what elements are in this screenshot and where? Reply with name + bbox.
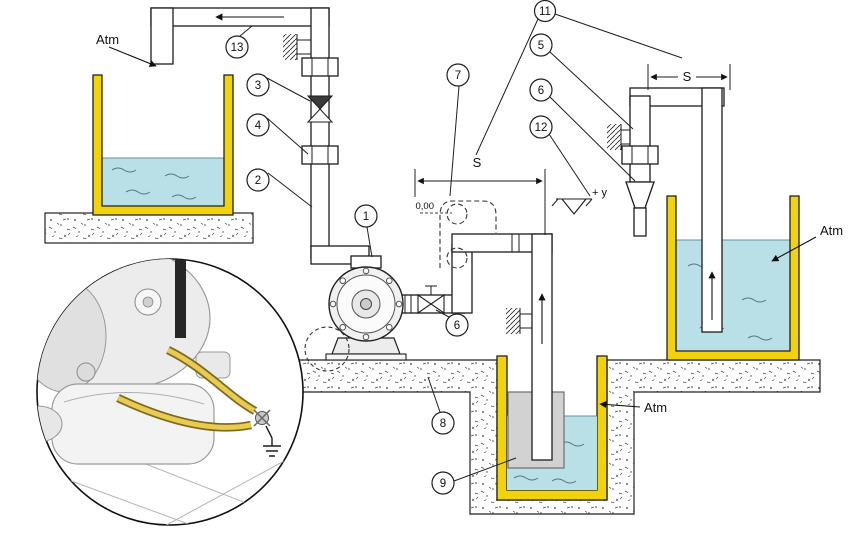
wall-bracket-right [607,124,630,150]
pump-hub [360,298,372,310]
callout-6-discharge-num: 6 [454,320,460,332]
callout-13: 13 [225,35,249,59]
right-tank-liquid [676,240,790,351]
pump-inlet-flange [350,255,382,269]
alt-position-dashed-pipe: 0,00 [416,200,497,269]
left-platform-ground [44,212,254,244]
atm-left-arrow [108,46,157,67]
s-dimension-center: S [414,155,546,235]
detail-source-circle [304,326,350,372]
callout-8: 8 [431,411,455,435]
callout-7-num: 7 [455,70,461,82]
s-right-label: S [683,69,692,84]
callout-6-right: 6 [529,78,553,102]
grounding-symbol [263,425,281,457]
right-discharge-assembly [607,95,659,237]
right-tank-pipe [629,87,725,333]
callout-6-right-num: 6 [538,85,544,97]
atm-right-arrow [771,236,817,262]
callout-2-num: 2 [255,175,261,187]
atm-label-pit: Atm [599,400,667,415]
right-tank [629,87,800,361]
callout-11: 11 [533,0,557,23]
left-tank-wave-marks [111,167,197,200]
left-tank-liquid [102,158,224,206]
pump-bolts [329,267,403,341]
callout-1: 1 [354,204,378,228]
atm-left-text: Atm [96,32,119,47]
datum-level-label: 0,00 [416,201,435,212]
atm-pit-text: Atm [644,400,667,415]
callout-5-num: 5 [538,40,544,52]
gate-valve-6-discharge [417,285,445,315]
callout-9-num: 9 [440,478,446,490]
callout-5: 5 [529,33,553,57]
callout-12-num: 12 [535,122,548,134]
hose-tee-fitting [253,409,271,427]
callout-13-num: 13 [231,42,244,54]
atm-label-right: Atm [771,223,843,262]
pit-liner-wall [496,355,608,501]
union-fitting-lower [301,145,339,165]
check-valve-3 [306,95,334,123]
callout-11-num: 11 [539,6,551,18]
left-tank [92,74,234,216]
callout-8-num: 8 [440,418,446,430]
callout-7: 7 [446,63,470,87]
callout-leaders [239,13,683,482]
callout-3-num: 3 [255,80,261,92]
diaphragm-pump [325,255,407,361]
union-fitting-upper [301,57,339,77]
detail-hoses [116,346,258,432]
callout-1-num: 1 [363,211,369,223]
atm-label-left: Atm [96,32,157,67]
callout-3: 3 [246,73,270,97]
right-tank-wall [666,195,800,361]
callout-2: 2 [246,168,270,192]
pump-base-plate [325,353,407,361]
datum-symbol: + y [551,187,607,215]
open-discharge-stub [633,207,647,237]
left-tank-wall [92,74,234,216]
callout-4: 4 [246,113,270,137]
wall-bracket-left [283,34,311,60]
union-fitting-right [621,145,659,165]
wall-bracket-pit-pipe [506,308,532,334]
s-dimension-right: S [647,64,731,90]
callout-4-num: 4 [255,120,262,132]
detail-inset [36,258,304,526]
check-valve-right [625,181,655,209]
pump-discharge-pipe-run [398,233,553,461]
atm-right-text: Atm [820,223,843,238]
atm-pit-arrow [599,400,641,409]
callout-12: 12 [529,115,553,139]
callout-9: 9 [431,471,455,495]
callout-6-discharge: 6 [445,313,469,337]
datum-axis-label: + y [592,187,607,199]
s-center-label: S [473,155,482,170]
